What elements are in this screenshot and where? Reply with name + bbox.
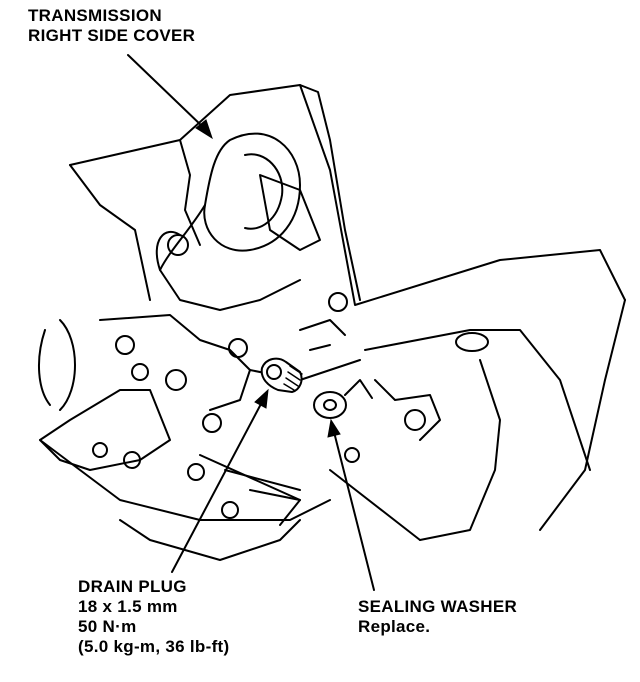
drain-plug-part: [260, 357, 303, 393]
drain-plug-leader-arrow: [171, 388, 269, 573]
sealing-washer-title: SEALING WASHER: [358, 597, 518, 616]
sealing-washer-part: [313, 391, 347, 419]
cover-leader-arrow: [127, 54, 213, 140]
cover-callout: TRANSMISSION RIGHT SIDE COVER: [28, 6, 195, 46]
cover-details: [38, 132, 489, 519]
cover-callout-line2: RIGHT SIDE COVER: [28, 26, 196, 45]
drain-plug-torque: 50 N·m: [78, 617, 137, 636]
drain-plug-callout: DRAIN PLUG 18 x 1.5 mm 50 N·m (5.0 kg-m,…: [78, 577, 229, 657]
sealing-washer-leader-arrow: [327, 418, 375, 591]
drain-plug-size: 18 x 1.5 mm: [78, 597, 178, 616]
drain-plug-torque-alt: (5.0 kg-m, 36 lb-ft): [78, 637, 230, 656]
sealing-washer-callout: SEALING WASHER Replace.: [358, 597, 517, 637]
drain-plug-title: DRAIN PLUG: [78, 577, 187, 596]
sealing-washer-note: Replace.: [358, 617, 431, 636]
cover-callout-line1: TRANSMISSION: [28, 6, 162, 25]
